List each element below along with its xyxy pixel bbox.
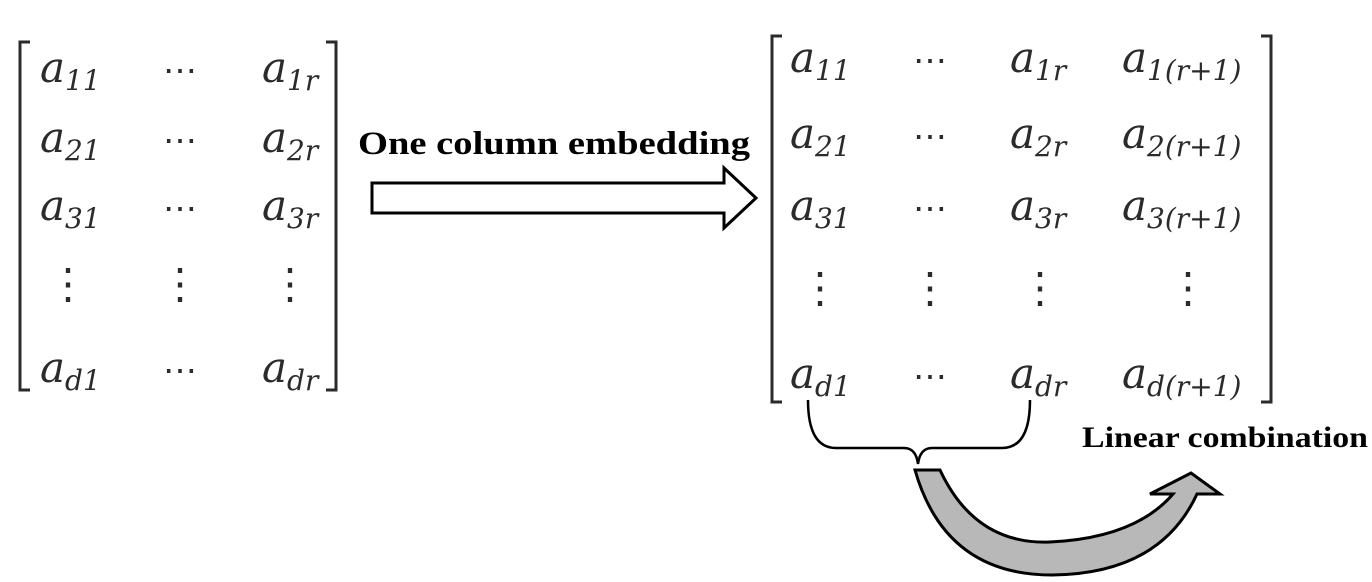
left-matrix-right-bracket — [326, 40, 338, 392]
left-matrix-ellipsis-r4-c2: ⋮ — [159, 259, 201, 308]
left-matrix-entry-d1: ad1 — [40, 343, 101, 397]
right-matrix-ellipsis-r5-c2: ⋯ — [913, 357, 947, 397]
left-matrix-entry-1r: a1r — [262, 43, 320, 97]
linear-combination-arrow — [913, 468, 1225, 577]
left-matrix-ellipsis-r5-c2: ⋯ — [163, 351, 197, 391]
left-matrix: a11 ⋯ a1r a21 ⋯ a2r a31 ⋯ a3r ⋮ ⋮ ⋮ ad1 ⋯ adr — [18, 40, 338, 397]
left-matrix-entry-3r: a3r — [262, 181, 320, 235]
left-matrix-entry-2r: a2r — [262, 113, 320, 167]
left-matrix-ellipsis-r4-c1: ⋮ — [47, 259, 89, 308]
left-matrix-ellipsis-r3-c2: ⋯ — [163, 189, 197, 229]
right-matrix-entry-31: a31 — [790, 181, 851, 235]
column-brace — [806, 399, 1032, 465]
right-matrix-entry-3r: a3r — [1010, 181, 1068, 235]
left-matrix-cells: a11 ⋯ a1r a21 ⋯ a2r a31 ⋯ a3r ⋮ ⋮ ⋮ ad1 ⋯ adr — [40, 43, 320, 397]
right-matrix-ellipsis-r2-c2: ⋯ — [913, 117, 947, 157]
right-matrix-entry-dr1: ad(r+1) — [1122, 349, 1241, 403]
right-matrix-entry-1r: a1r — [1010, 33, 1068, 87]
right-matrix-entry-2r: a2r — [1010, 109, 1068, 163]
right-matrix-ellipsis-r4-c1: ⋮ — [799, 263, 841, 312]
right-matrix-cells: a11 ⋯ a1r a1(r+1) a21 ⋯ a2r a2(r+1) a31 ⋯ a3r a3(r+… — [790, 33, 1241, 403]
embedding-arrow-shape — [370, 164, 759, 232]
right-matrix-ellipsis-r4-c2: ⋮ — [909, 263, 951, 312]
combination-label: Linear combination — [1082, 421, 1368, 454]
embedding-arrow — [370, 164, 759, 232]
right-matrix-entry-d1: ad1 — [790, 349, 851, 403]
embedding-label: One column embedding — [358, 126, 751, 162]
left-matrix-entry-31: a31 — [40, 181, 101, 235]
right-matrix-ellipsis-r3-c2: ⋯ — [913, 189, 947, 229]
left-matrix-entry-11: a11 — [40, 43, 101, 97]
right-matrix-ellipsis-r4-c4: ⋮ — [1167, 263, 1209, 312]
left-matrix-ellipsis-r1-c2: ⋯ — [163, 51, 197, 91]
left-matrix-ellipsis-r2-c2: ⋯ — [163, 121, 197, 161]
right-matrix-entry-11: a11 — [790, 33, 851, 87]
left-matrix-ellipsis-r4-c3: ⋮ — [269, 259, 311, 308]
left-matrix-left-bracket — [18, 40, 30, 392]
right-matrix-entry-21: a21 — [790, 109, 851, 163]
right-matrix-entry-dr: adr — [1010, 349, 1068, 403]
left-matrix-entry-dr: adr — [262, 343, 320, 397]
right-matrix: a11 ⋯ a1r a1(r+1) a21 ⋯ a2r a2(r+1) a31 ⋯ a3r a3(r+… — [770, 33, 1273, 404]
right-matrix-entry-3r1: a3(r+1) — [1122, 181, 1241, 235]
right-matrix-right-bracket — [1261, 34, 1273, 404]
right-matrix-left-bracket — [770, 34, 782, 404]
right-matrix-ellipsis-r4-c3: ⋮ — [1019, 263, 1061, 312]
right-matrix-entry-1r1: a1(r+1) — [1122, 33, 1241, 87]
right-matrix-ellipsis-r1-c2: ⋯ — [913, 41, 947, 81]
right-matrix-entry-2r1: a2(r+1) — [1122, 109, 1241, 163]
left-matrix-entry-21: a21 — [40, 113, 101, 167]
